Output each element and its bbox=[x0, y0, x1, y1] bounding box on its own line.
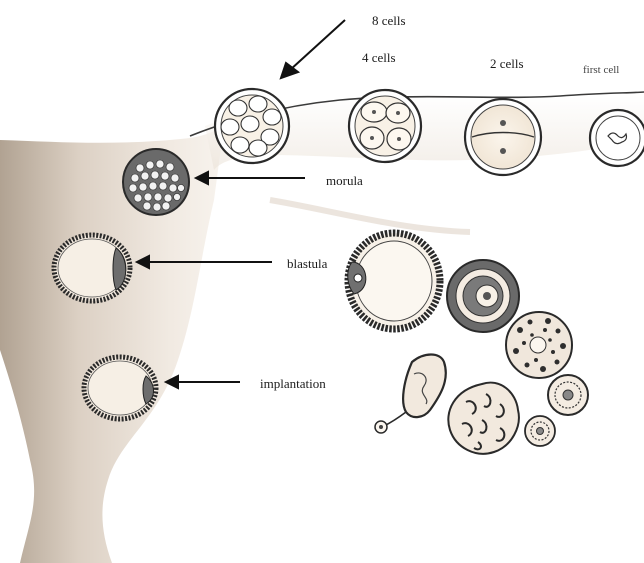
tube-lower-shade bbox=[270, 200, 470, 232]
label-morula: morula bbox=[326, 174, 363, 187]
two-cell-stage bbox=[465, 99, 541, 175]
label-first-cell: first cell bbox=[583, 65, 619, 76]
uterus-shape bbox=[0, 125, 224, 563]
label-2-cells: 2 cells bbox=[490, 57, 524, 70]
ring-embryo-detail bbox=[447, 260, 519, 332]
elongated-embryo-detail bbox=[375, 355, 446, 434]
folded-embryo-detail bbox=[448, 383, 519, 454]
label-4-cells: 4 cells bbox=[362, 51, 396, 64]
first-cell bbox=[590, 110, 644, 166]
four-cell-stage bbox=[349, 90, 421, 162]
blastula bbox=[54, 235, 130, 301]
arrow-8-cells bbox=[281, 20, 345, 78]
blastula-detail bbox=[348, 233, 440, 329]
small-embryo-detail-2 bbox=[525, 416, 555, 446]
label-8-cells: 8 cells bbox=[372, 14, 406, 27]
label-implantation: implantation bbox=[260, 377, 326, 390]
spotted-embryo-detail bbox=[506, 312, 572, 378]
eight-cell-stage bbox=[215, 89, 289, 163]
implantation-embryo bbox=[84, 357, 156, 419]
arrow-implantation bbox=[166, 376, 240, 388]
morula bbox=[123, 149, 189, 215]
small-embryo-detail-1 bbox=[548, 375, 588, 415]
label-blastula: blastula bbox=[287, 257, 327, 270]
